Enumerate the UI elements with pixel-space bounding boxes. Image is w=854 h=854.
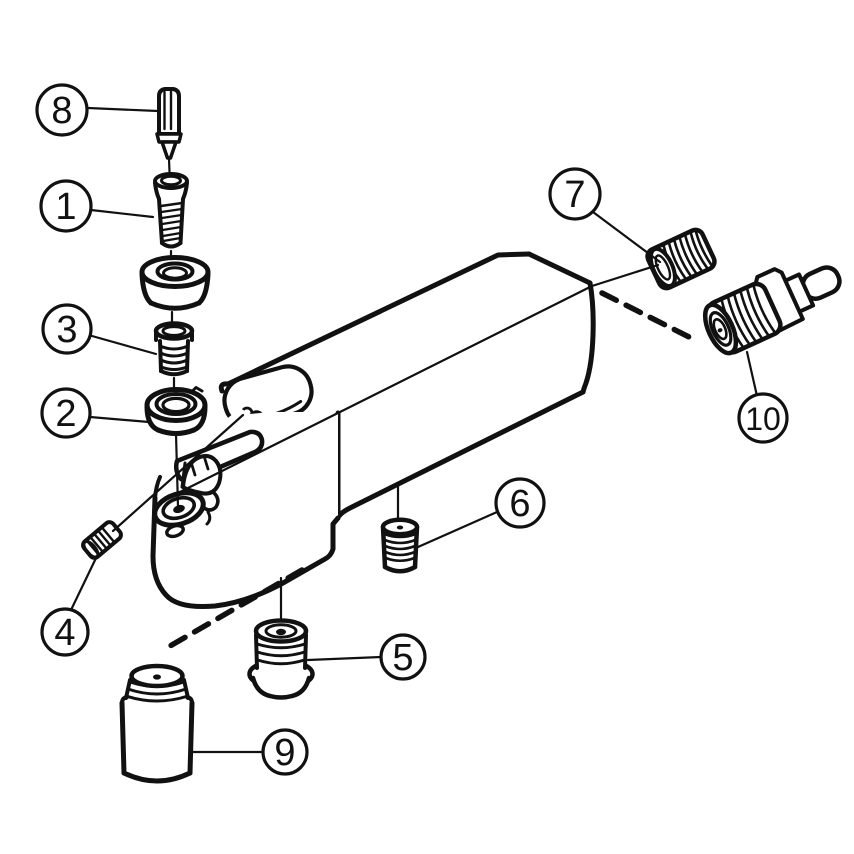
callout-leader-line [69,554,99,612]
callout-number: 1 [55,186,76,228]
callout-circle [40,607,90,657]
callout-number: 9 [274,732,295,774]
callout-6: 6 [416,477,546,549]
clamp-spring [153,321,195,377]
callout-number: 4 [54,612,75,654]
callout-3: 3 [41,303,158,356]
clamp-screw [81,520,123,560]
callout-leader-line [416,510,499,549]
callouts-layer: 8 1 3 2 4 9 5 6 7 10 [35,83,789,776]
callout-number: 8 [51,90,72,132]
set-screw [380,517,420,574]
exploded-stack [139,87,211,436]
callout-circle [494,477,546,529]
callout-number: 2 [55,393,76,435]
callout-circle [39,179,93,233]
callout-2: 2 [40,387,151,439]
callout-1: 1 [39,179,155,233]
bar-top-face [222,254,590,414]
axis-washer-pocket [174,432,180,509]
callout-circle [35,83,89,137]
pocket-chip-hole [165,523,185,539]
assembly-axis-lines [111,157,696,649]
callout-number: 10 [745,401,781,437]
callout-number: 5 [392,637,413,679]
callout-leader-line [89,208,155,219]
callout-9: 9 [190,728,309,776]
bar-right-end-edge [580,280,596,395]
callout-circle [379,633,427,681]
callout-number: 6 [509,483,530,525]
head-outline [150,495,341,609]
axis-clamp-screw [111,413,245,533]
bar-front-face [340,284,593,516]
callout-8: 8 [35,83,160,137]
coolant-connector [702,265,842,356]
round-insert [139,255,211,311]
bar-back-top-edge [218,251,532,394]
callout-circle [548,167,602,221]
callout-leader-line [591,210,662,264]
insert-screw [153,172,189,249]
callout-circle [737,392,789,444]
bar-right-bevel-edge [526,251,593,286]
callout-5: 5 [306,633,427,681]
clamp-tail [205,510,212,526]
coolant-nozzle [247,618,315,700]
callout-circle [41,303,93,355]
axis-pin-screw [167,157,171,174]
fittings [81,227,842,784]
clamp-nose-steps [189,454,210,477]
insert-pocket [152,490,206,528]
end-plug [645,227,717,291]
callout-number: 3 [56,309,77,351]
callout-number: 7 [564,174,585,216]
spring-pin [155,87,183,160]
plug-cap [119,663,195,784]
callout-4: 4 [40,554,99,657]
shim-washer [144,386,208,436]
callout-leader-line [88,415,151,424]
clamp-hook [201,490,220,512]
dashed-axis-plug-cap [167,567,305,649]
callout-leader-line [745,350,759,398]
callout-leader-line [90,334,158,356]
callout-7: 7 [548,167,662,264]
tool-head [150,408,341,609]
axis-end-plug [590,263,660,288]
dashed-axis-connector [599,290,696,342]
axis-coolant-channel [168,284,594,499]
head-left-edge [153,475,162,500]
callout-10: 10 [737,350,789,444]
callout-leader-line [86,106,160,113]
callout-leader-line [306,655,383,662]
callout-circle [261,728,309,776]
callout-circle [40,387,92,439]
